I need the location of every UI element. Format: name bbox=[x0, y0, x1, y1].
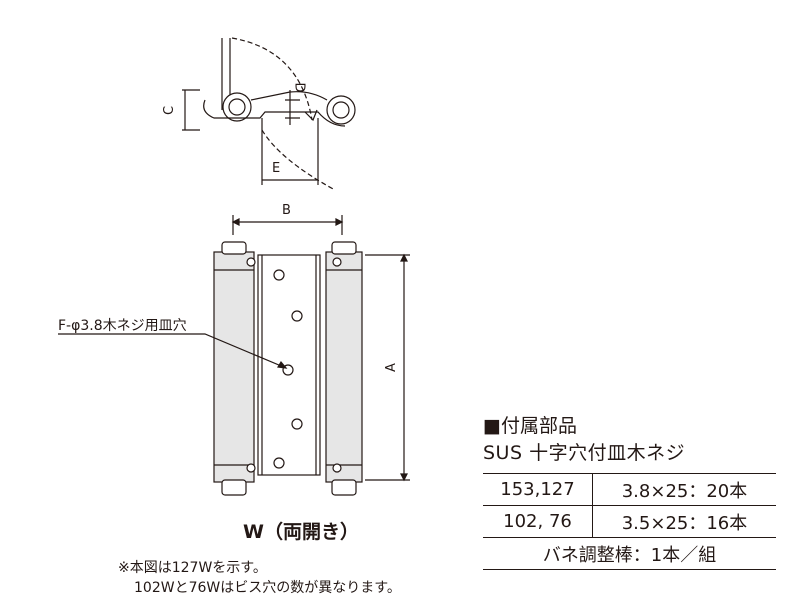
dimension-b-label: B bbox=[282, 203, 291, 218]
model-cell: 153,127 bbox=[483, 473, 593, 506]
screw-hole-label: F-φ3.8木ネジ用皿穴 bbox=[58, 318, 187, 334]
table-row: 102, 76 3.5×25：16本 bbox=[483, 505, 776, 538]
front-view bbox=[58, 215, 410, 496]
table-row: 153,127 3.8×25：20本 bbox=[483, 473, 776, 506]
figure-caption: W（両開き） bbox=[243, 521, 359, 543]
accessories-table: 153,127 3.8×25：20本 102, 76 3.5×25：16本 バネ… bbox=[483, 473, 776, 570]
footer-cell: バネ調整棒：1本／組 bbox=[483, 537, 776, 570]
spec-cell: 3.8×25：20本 bbox=[592, 473, 776, 506]
table-row: バネ調整棒：1本／組 bbox=[483, 537, 776, 570]
screw-holes bbox=[246, 257, 342, 473]
dimension-c-label: C bbox=[162, 105, 178, 116]
dimension-d-label: D bbox=[291, 82, 307, 93]
note-line-1: ※本図は127Wを示す。 bbox=[118, 560, 267, 576]
spec-cell: 3.5×25：16本 bbox=[592, 505, 776, 538]
model-cell: 102, 76 bbox=[483, 505, 593, 538]
dimension-a-label: A bbox=[383, 363, 399, 372]
dimension-e-label: E bbox=[272, 161, 281, 176]
top-view bbox=[182, 37, 356, 191]
accessories-title: ■付属部品 bbox=[483, 415, 577, 437]
accessories-subtitle: SUS 十字穴付皿木ネジ bbox=[483, 442, 686, 464]
note-line-2: 102Wと76Wはビス穴の数が異なります。 bbox=[134, 580, 401, 596]
